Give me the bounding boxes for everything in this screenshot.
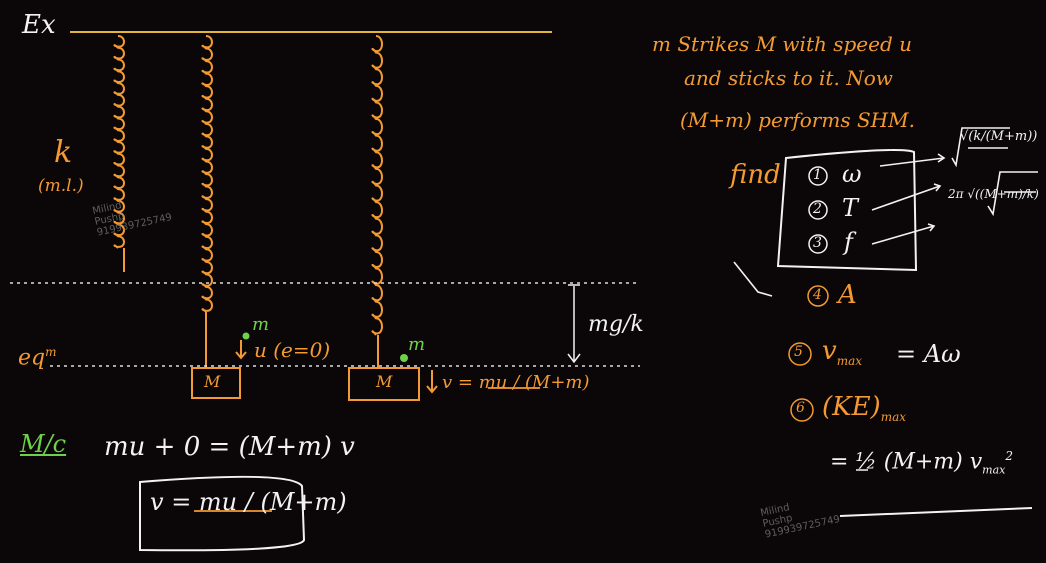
ke-underline <box>839 507 1033 517</box>
statement-line-3: (M+m) performs SHM. <box>680 108 915 132</box>
spring-right <box>371 35 383 336</box>
boxed-result: v = mu / (M+m) <box>150 488 347 516</box>
massless-note: (m.l.) <box>38 176 84 196</box>
find-items-box <box>776 149 918 272</box>
item-6-ke: (KE)max <box>822 394 906 423</box>
ke-formula-sup: 2 <box>1005 449 1013 463</box>
num-circle-3 <box>808 234 828 254</box>
small-mass-2 <box>400 354 408 362</box>
vmax-sub: max <box>836 354 863 369</box>
item-2-answer: 2π √((M+m)/k) <box>948 187 1039 201</box>
find-label: find <box>730 160 781 190</box>
answer-arrows <box>733 153 946 297</box>
extension-label: mg/k <box>588 312 644 337</box>
arrow-v-icon <box>426 370 438 394</box>
spring-constant-label: k <box>54 135 73 170</box>
num-circle-5 <box>788 342 812 366</box>
ex-label: Ex <box>22 10 56 40</box>
block-m-2 <box>348 367 420 401</box>
item-5-vmax: vmax <box>822 338 862 367</box>
equilibrium-text: eq <box>18 345 46 371</box>
num-circle-4 <box>807 285 829 307</box>
ke-formula-sub: max <box>982 463 1006 477</box>
item-5-answer: = Aω <box>896 340 961 368</box>
block-1-label: M <box>204 372 221 391</box>
extension-arrow-icon <box>567 284 581 364</box>
small-mass-1-label: m <box>252 314 270 335</box>
item-2-num: 2 <box>813 201 822 217</box>
combined-velocity-label: v = mu / (M+m) <box>442 372 590 393</box>
statement-line-2: and sticks to it. Now <box>684 66 893 90</box>
spring-left <box>113 35 125 249</box>
item-1-answer: √(k/(M+m)) <box>960 129 1038 144</box>
small-mass-1 <box>242 332 250 340</box>
block-m-1 <box>191 367 241 399</box>
item-5-num: 5 <box>794 344 803 360</box>
momentum-equation: mu + 0 = (M+m) v <box>104 432 355 462</box>
incoming-velocity-label: u (e=0) <box>254 338 331 362</box>
item-1-label: ω <box>842 160 862 188</box>
ke-formula-text: = ½ (M+m) v <box>830 449 983 475</box>
item-1-num: 1 <box>813 167 822 183</box>
equilibrium-label: eqm <box>18 346 57 369</box>
boxed-result-outline <box>139 475 306 552</box>
small-mass-2-label: m <box>408 334 426 355</box>
item-2-label: T <box>842 194 859 222</box>
momentum-label: M/c <box>20 430 67 458</box>
item-4-label: A <box>838 280 857 310</box>
spring-middle <box>201 35 213 313</box>
statement-line-1: m Strikes M with speed u <box>652 32 912 56</box>
radical-omega-icon <box>951 127 1010 168</box>
equilibrium-sup: m <box>45 345 57 359</box>
block-2-label: M <box>376 372 393 391</box>
vmax-symbol: v <box>822 336 837 366</box>
num-circle-6 <box>790 398 814 422</box>
ke-symbol: (KE) <box>822 392 881 422</box>
item-3-num: 3 <box>813 235 822 251</box>
item-4-num: 4 <box>813 287 822 303</box>
radical-period-icon <box>987 171 1038 217</box>
item-3-label: f <box>844 228 853 256</box>
item-6-num: 6 <box>796 400 805 416</box>
arrow-u-icon <box>235 340 247 360</box>
num-circle-2 <box>808 200 828 220</box>
ke-sub: max <box>880 410 907 425</box>
ke-formula: = ½ (M+m) vmax2 <box>830 450 1013 476</box>
num-circle-1 <box>808 166 828 186</box>
